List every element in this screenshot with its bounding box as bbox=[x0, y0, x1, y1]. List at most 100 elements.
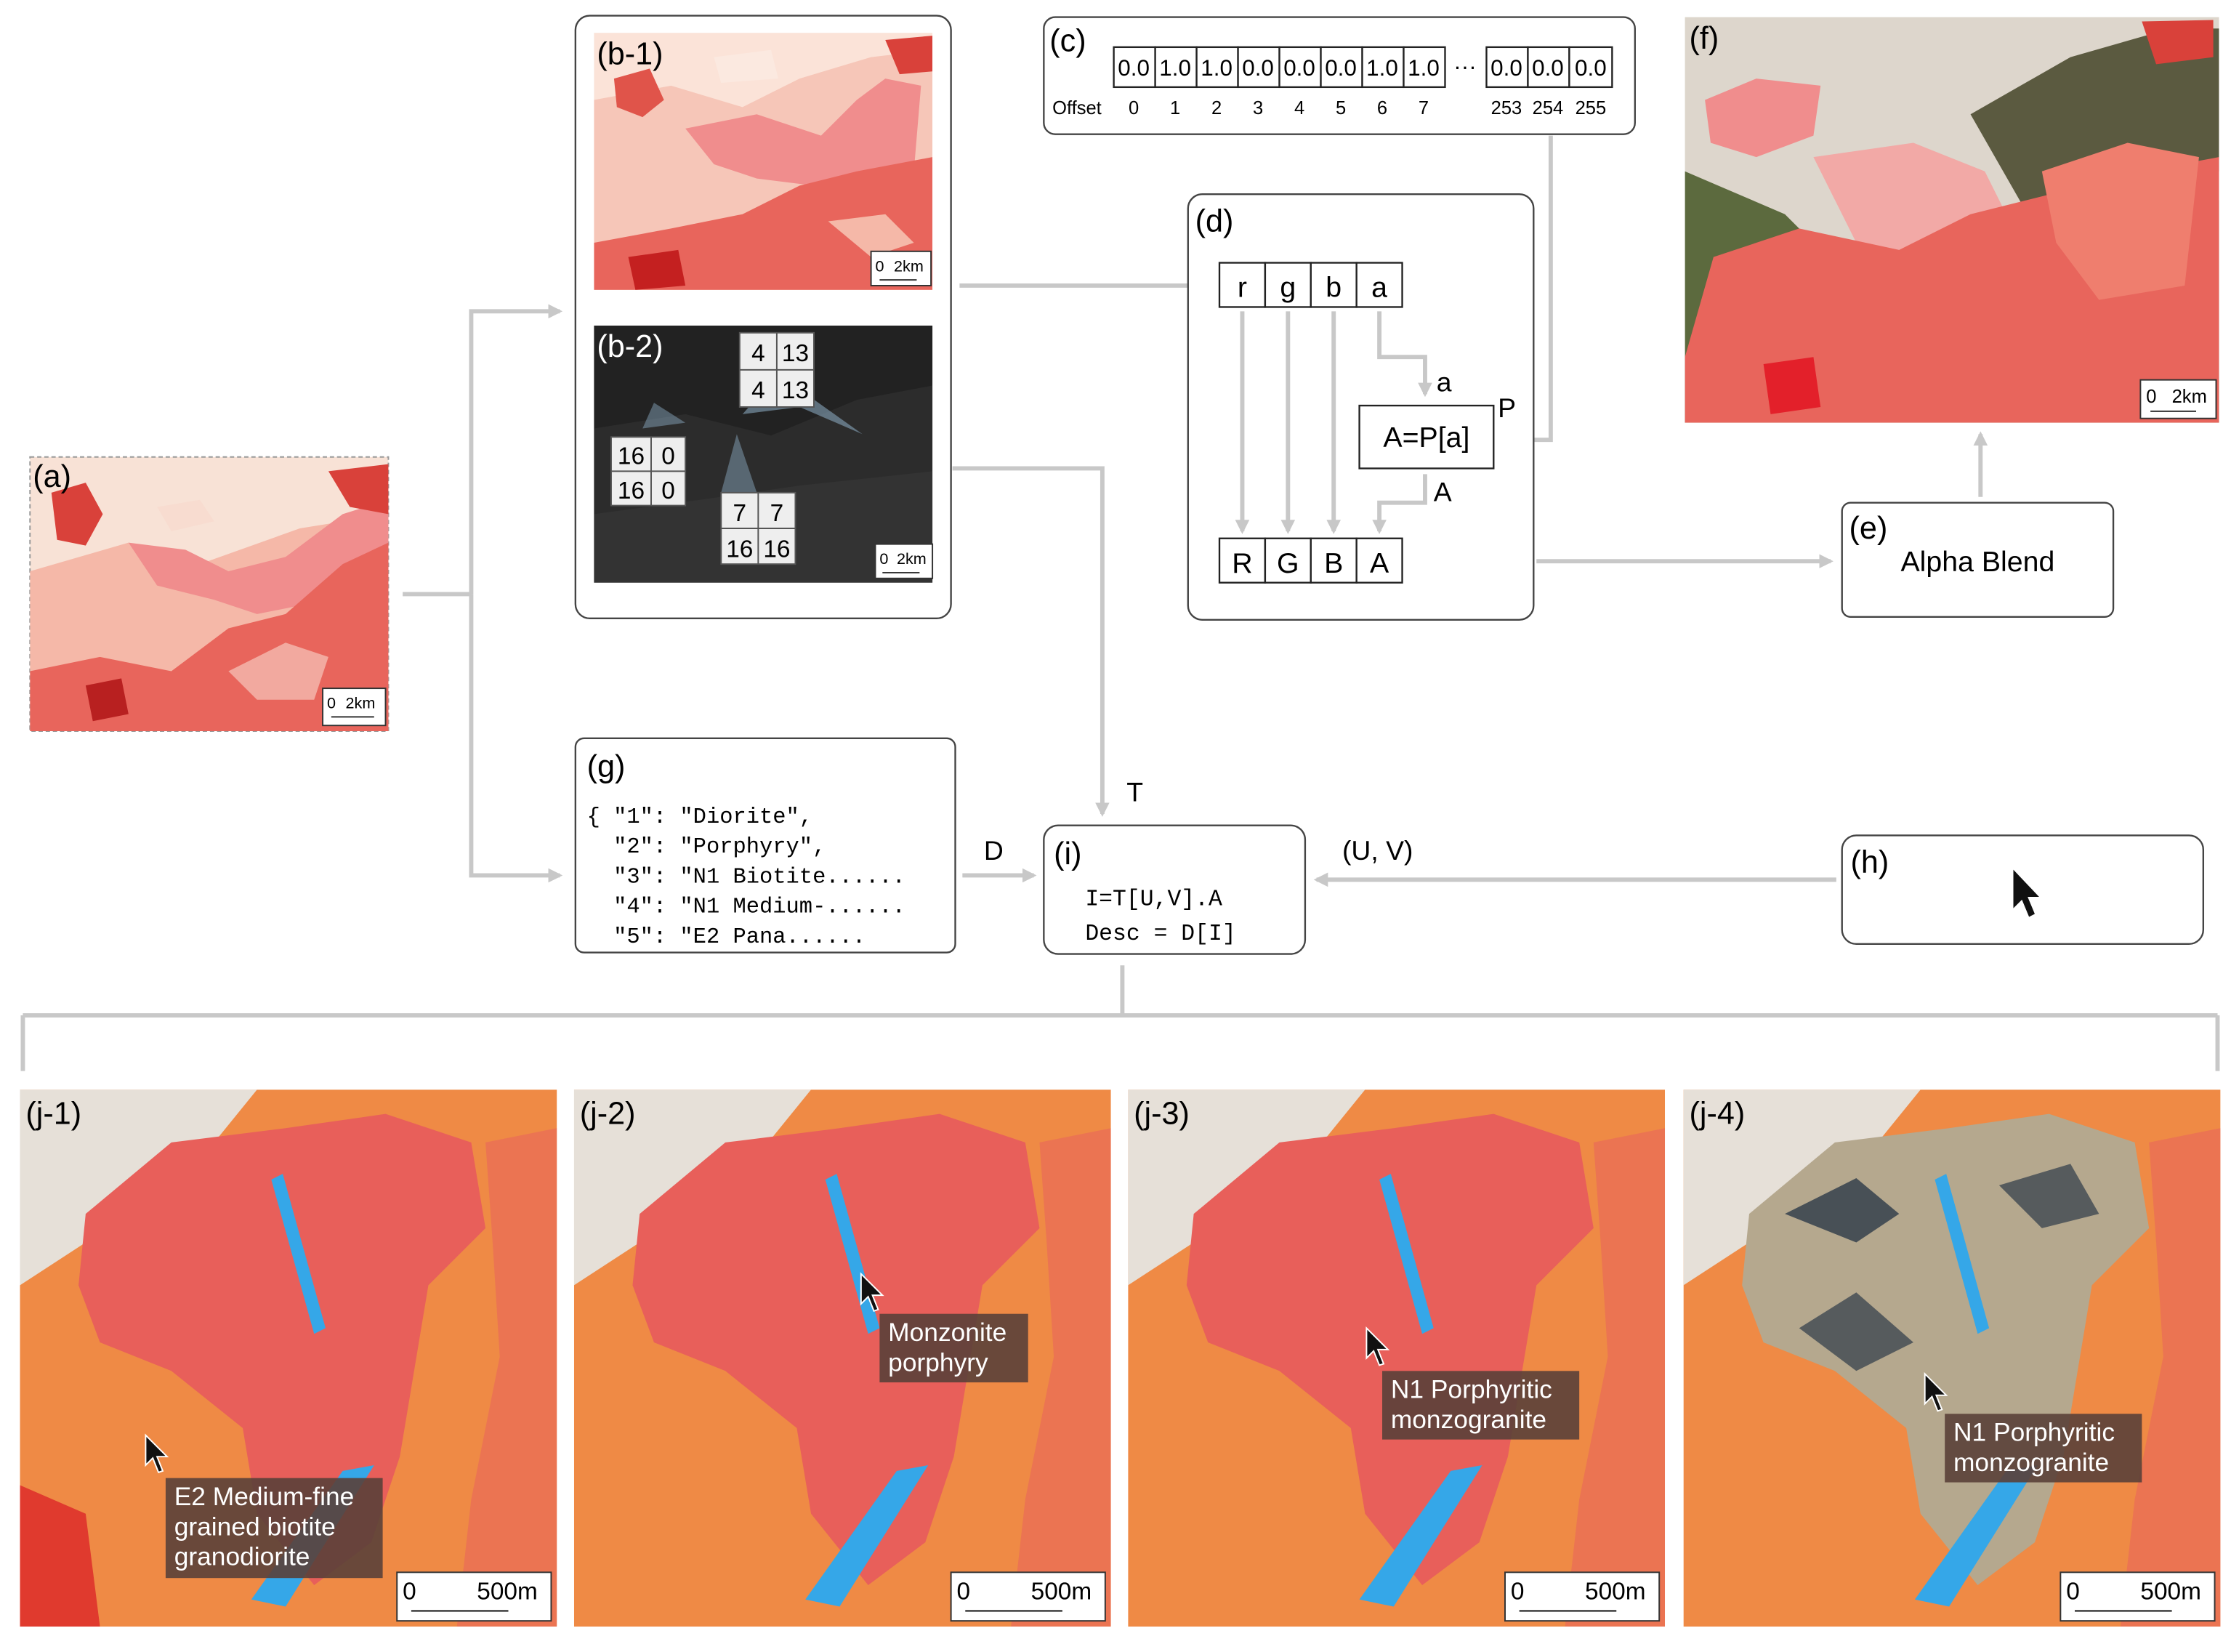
svg-text:N1 Porphyritic: N1 Porphyritic bbox=[1391, 1376, 1552, 1404]
scale-bar-b1: 0 2km bbox=[870, 250, 932, 286]
svg-text:7: 7 bbox=[770, 500, 784, 527]
svg-text:500m: 500m bbox=[1031, 1579, 1092, 1605]
panel-i-label: (i) bbox=[1054, 837, 1081, 871]
svg-text:0: 0 bbox=[661, 478, 675, 504]
dict-line-1: { "1": "Diorite", bbox=[587, 805, 813, 830]
svg-text:7: 7 bbox=[733, 500, 747, 527]
svg-text:2: 2 bbox=[1211, 98, 1222, 118]
map-j2 bbox=[573, 1089, 1111, 1627]
svg-text:16: 16 bbox=[618, 443, 645, 470]
svg-text:r: r bbox=[1238, 272, 1247, 304]
alpha-blend-label: Alpha Blend bbox=[1900, 546, 2054, 578]
svg-text:0: 0 bbox=[327, 694, 336, 712]
panel-d: (d) r g b a a P A A=P[a] bbox=[1187, 193, 1535, 621]
svg-text:16: 16 bbox=[618, 478, 645, 504]
panel-b2: (b-2) 4 13 4 13 16 0 16 0 7 7 16 16 0 bbox=[594, 325, 934, 583]
lookup-line-2: Desc = D[I] bbox=[1085, 922, 1235, 947]
panel-a-label: (a) bbox=[33, 459, 71, 494]
svg-text:N1 Porphyritic: N1 Porphyritic bbox=[1953, 1419, 2115, 1447]
svg-text:A: A bbox=[1434, 477, 1452, 507]
dict-line-3: "3": "N1 Biotite...... bbox=[587, 865, 905, 890]
svg-text:0: 0 bbox=[875, 257, 884, 275]
pixel-block-2: 16 0 16 0 bbox=[610, 436, 687, 507]
scale-bar-j3: 0 500m bbox=[1504, 1571, 1661, 1622]
cursor-j2-icon bbox=[860, 1272, 884, 1313]
svg-text:grained biotite: grained biotite bbox=[174, 1512, 336, 1541]
svg-text:···: ··· bbox=[1453, 54, 1476, 79]
svg-text:255: 255 bbox=[1576, 98, 1607, 118]
cursor-j1-icon bbox=[145, 1433, 169, 1474]
svg-text:16: 16 bbox=[726, 536, 753, 563]
svg-text:16: 16 bbox=[763, 536, 790, 563]
panel-i: (i) I=T[U,V].A Desc = D[I] bbox=[1043, 824, 1307, 955]
tooltip-j4: N1 Porphyritic monzogranite bbox=[1945, 1414, 2142, 1483]
arrow-to-b bbox=[469, 304, 563, 595]
scale-bar-a: 0 2km bbox=[322, 688, 387, 727]
panel-j3-label: (j-3) bbox=[1134, 1096, 1190, 1131]
svg-text:1: 1 bbox=[1170, 98, 1180, 118]
svg-text:porphyry: porphyry bbox=[888, 1348, 988, 1377]
svg-text:2km: 2km bbox=[897, 549, 927, 568]
svg-text:E2 Medium-fine: E2 Medium-fine bbox=[174, 1483, 355, 1511]
panel-j1-label: (j-1) bbox=[25, 1096, 81, 1131]
svg-text:3: 3 bbox=[1253, 98, 1263, 118]
svg-text:253: 253 bbox=[1491, 98, 1522, 118]
alpha-lookup-box: A=P[a] bbox=[1358, 404, 1495, 470]
label-UV: (U, V) bbox=[1342, 835, 1413, 866]
scale-bar-j2: 0 500m bbox=[950, 1571, 1106, 1622]
panel-j2-label: (j-2) bbox=[580, 1096, 636, 1131]
svg-text:granodiorite: granodiorite bbox=[174, 1543, 310, 1571]
blended-map-f bbox=[1685, 20, 2219, 423]
panel-g-label: (g) bbox=[587, 749, 626, 784]
svg-text:2km: 2km bbox=[894, 257, 924, 275]
svg-text:Monzonite: Monzonite bbox=[888, 1318, 1006, 1347]
svg-text:1.0: 1.0 bbox=[1159, 55, 1191, 81]
label-D: D bbox=[984, 835, 1004, 866]
svg-text:0.0: 0.0 bbox=[1325, 55, 1357, 81]
flow-arrows bbox=[20, 135, 2220, 1071]
tooltip-j3: N1 Porphyritic monzogranite bbox=[1382, 1371, 1580, 1440]
map-j4 bbox=[1683, 1089, 2221, 1627]
scale-bar-f: 0 2km bbox=[2139, 379, 2217, 419]
svg-text:4: 4 bbox=[751, 340, 765, 367]
panel-c-label: (c) bbox=[1049, 24, 1086, 59]
svg-text:5: 5 bbox=[1336, 98, 1346, 118]
arrow-i-to-j bbox=[20, 965, 2220, 1071]
panel-b1: (b-1) 0 2km bbox=[594, 33, 933, 290]
panel-f: (f) 0 2km bbox=[1685, 17, 2219, 423]
channel-arrows bbox=[1235, 311, 1432, 534]
svg-text:500m: 500m bbox=[1585, 1579, 1646, 1605]
svg-text:0: 0 bbox=[1129, 98, 1139, 118]
svg-text:0.0: 0.0 bbox=[1283, 55, 1315, 81]
svg-text:254: 254 bbox=[1533, 98, 1564, 118]
svg-text:0.0: 0.0 bbox=[1575, 55, 1607, 81]
svg-text:2km: 2km bbox=[2172, 387, 2207, 407]
svg-text:0: 0 bbox=[403, 1579, 416, 1605]
dict-line-4: "4": "N1 Medium-...... bbox=[587, 895, 905, 920]
svg-text:1.0: 1.0 bbox=[1201, 55, 1233, 81]
geologic-map-b1 bbox=[594, 36, 933, 290]
svg-text:monzogranite: monzogranite bbox=[1391, 1406, 1546, 1434]
panel-g: (g) { "1": "Diorite", "2": "Porphyry", "… bbox=[574, 737, 956, 954]
dict-line-2: "2": "Porphyry", bbox=[587, 835, 826, 860]
panel-h: (h) bbox=[1841, 834, 2205, 945]
svg-text:R: R bbox=[1232, 547, 1252, 579]
panel-f-label: (f) bbox=[1689, 21, 1719, 56]
svg-text:a: a bbox=[1371, 272, 1387, 304]
geologic-map-a bbox=[30, 464, 389, 732]
panel-a: (a) 0 2km bbox=[29, 456, 390, 733]
svg-text:0: 0 bbox=[1511, 1579, 1525, 1605]
panel-h-label: (h) bbox=[1851, 845, 1889, 880]
cursor-j3-icon bbox=[1365, 1326, 1390, 1366]
tooltip-j2: Monzonite porphyry bbox=[879, 1313, 1028, 1383]
panel-j2: (j-2) Monzonite porphyry 0 500m bbox=[573, 1089, 1111, 1627]
panel-d-label: (d) bbox=[1195, 204, 1234, 238]
svg-text:0.0: 0.0 bbox=[1118, 55, 1150, 81]
svg-text:a: a bbox=[1437, 366, 1452, 397]
pixel-block-3: 7 7 16 16 bbox=[720, 491, 796, 565]
svg-text:A: A bbox=[1370, 547, 1389, 579]
svg-text:0.0: 0.0 bbox=[1242, 55, 1274, 81]
svg-text:6: 6 bbox=[1377, 98, 1387, 118]
panel-j4: (j-4) N1 Porphyritic monzogranite 0 500m bbox=[1683, 1089, 2221, 1627]
svg-text:1.0: 1.0 bbox=[1366, 55, 1398, 81]
